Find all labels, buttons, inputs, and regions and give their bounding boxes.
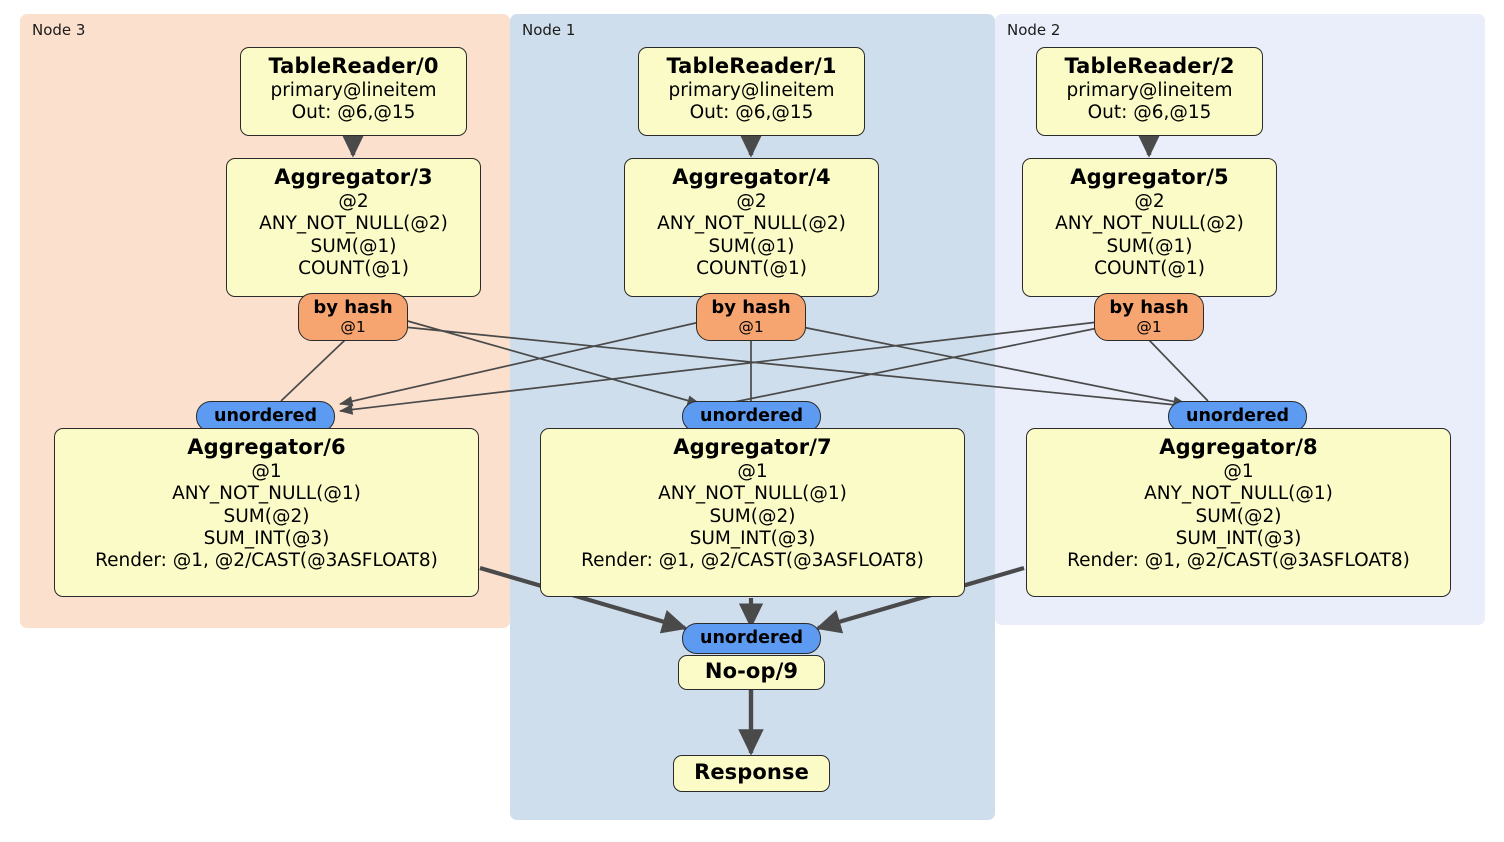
router-by-hash-node1[interactable]: by hash @1 <box>696 293 806 341</box>
aggregator-7-line4: SUM_INT(@3) <box>689 527 816 549</box>
aggregator-8-line3: SUM(@2) <box>1195 505 1282 527</box>
aggregator-6-title: Aggregator/6 <box>187 435 346 459</box>
aggregator-7-line1: @1 <box>737 461 768 483</box>
tablereader-0-line2: Out: @6,@15 <box>291 102 416 124</box>
aggregator-6-line5: Render: @1, @2/CAST(@3ASFLOAT8) <box>95 549 438 571</box>
aggregator-6-line2: ANY_NOT_NULL(@1) <box>172 483 361 505</box>
proc-tablereader-2[interactable]: TableReader/2 primary@lineitem Out: @6,@… <box>1036 47 1263 136</box>
proc-aggregator-5[interactable]: Aggregator/5 @2 ANY_NOT_NULL(@2) SUM(@1)… <box>1022 158 1277 297</box>
router-by-hash-node3-label: by hash <box>313 297 393 318</box>
aggregator-5-line4: COUNT(@1) <box>1094 257 1205 279</box>
aggregator-8-title: Aggregator/8 <box>1159 435 1318 459</box>
tablereader-0-title: TableReader/0 <box>268 54 439 78</box>
proc-aggregator-8[interactable]: Aggregator/8 @1 ANY_NOT_NULL(@1) SUM(@2)… <box>1026 428 1451 597</box>
panel-node3-label: Node 3 <box>32 21 86 39</box>
aggregator-7-title: Aggregator/7 <box>673 435 832 459</box>
input-unordered-node1[interactable]: unordered <box>682 401 821 432</box>
input-unordered-node2-label: unordered <box>1186 406 1289 427</box>
router-by-hash-node2[interactable]: by hash @1 <box>1094 293 1204 341</box>
aggregator-3-line1: @2 <box>338 191 369 213</box>
aggregator-8-line2: ANY_NOT_NULL(@1) <box>1144 483 1333 505</box>
router-by-hash-node1-column: @1 <box>738 317 764 336</box>
router-by-hash-node2-column: @1 <box>1136 317 1162 336</box>
proc-tablereader-1[interactable]: TableReader/1 primary@lineitem Out: @6,@… <box>638 47 865 136</box>
aggregator-6-line1: @1 <box>251 461 282 483</box>
router-by-hash-node3-column: @1 <box>340 317 366 336</box>
aggregator-7-line2: ANY_NOT_NULL(@1) <box>658 483 847 505</box>
tablereader-0-line1: primary@lineitem <box>270 80 437 102</box>
proc-aggregator-7[interactable]: Aggregator/7 @1 ANY_NOT_NULL(@1) SUM(@2)… <box>540 428 965 597</box>
aggregator-3-title: Aggregator/3 <box>274 165 433 189</box>
aggregator-3-line4: COUNT(@1) <box>298 257 409 279</box>
input-unordered-node3-label: unordered <box>214 406 317 427</box>
final-unordered-label: unordered <box>700 628 803 649</box>
aggregator-8-line1: @1 <box>1223 461 1254 483</box>
aggregator-8-line5: Render: @1, @2/CAST(@3ASFLOAT8) <box>1067 549 1410 571</box>
proc-aggregator-4[interactable]: Aggregator/4 @2 ANY_NOT_NULL(@2) SUM(@1)… <box>624 158 879 297</box>
response-title: Response <box>694 760 809 785</box>
tablereader-1-title: TableReader/1 <box>666 54 837 78</box>
panel-node1-label: Node 1 <box>522 21 576 39</box>
tablereader-2-line2: Out: @6,@15 <box>1087 102 1212 124</box>
aggregator-5-title: Aggregator/5 <box>1070 165 1229 189</box>
aggregator-4-line2: ANY_NOT_NULL(@2) <box>657 213 846 235</box>
aggregator-4-title: Aggregator/4 <box>672 165 831 189</box>
tablereader-1-line1: primary@lineitem <box>668 80 835 102</box>
aggregator-4-line3: SUM(@1) <box>708 235 795 257</box>
final-unordered-badge[interactable]: unordered <box>682 623 821 654</box>
proc-aggregator-3[interactable]: Aggregator/3 @2 ANY_NOT_NULL(@2) SUM(@1)… <box>226 158 481 297</box>
proc-noop-9[interactable]: No-op/9 <box>678 655 825 690</box>
input-unordered-node1-label: unordered <box>700 406 803 427</box>
aggregator-5-line3: SUM(@1) <box>1106 235 1193 257</box>
aggregator-7-line5: Render: @1, @2/CAST(@3ASFLOAT8) <box>581 549 924 571</box>
router-by-hash-node1-label: by hash <box>711 297 791 318</box>
aggregator-7-line3: SUM(@2) <box>709 505 796 527</box>
router-by-hash-node3[interactable]: by hash @1 <box>298 293 408 341</box>
tablereader-2-line1: primary@lineitem <box>1066 80 1233 102</box>
aggregator-5-line1: @2 <box>1134 191 1165 213</box>
aggregator-3-line3: SUM(@1) <box>310 235 397 257</box>
panel-node2-label: Node 2 <box>1007 21 1061 39</box>
tablereader-2-title: TableReader/2 <box>1064 54 1235 78</box>
aggregator-8-line4: SUM_INT(@3) <box>1175 527 1302 549</box>
aggregator-6-line3: SUM(@2) <box>223 505 310 527</box>
input-unordered-node3[interactable]: unordered <box>196 401 335 432</box>
aggregator-4-line4: COUNT(@1) <box>696 257 807 279</box>
router-by-hash-node2-label: by hash <box>1109 297 1189 318</box>
proc-response[interactable]: Response <box>673 755 830 792</box>
aggregator-3-line2: ANY_NOT_NULL(@2) <box>259 213 448 235</box>
aggregator-5-line2: ANY_NOT_NULL(@2) <box>1055 213 1244 235</box>
proc-aggregator-6[interactable]: Aggregator/6 @1 ANY_NOT_NULL(@1) SUM(@2)… <box>54 428 479 597</box>
aggregator-6-line4: SUM_INT(@3) <box>203 527 330 549</box>
noop-9-title: No-op/9 <box>704 659 799 684</box>
tablereader-1-line2: Out: @6,@15 <box>689 102 814 124</box>
proc-tablereader-0[interactable]: TableReader/0 primary@lineitem Out: @6,@… <box>240 47 467 136</box>
aggregator-4-line1: @2 <box>736 191 767 213</box>
